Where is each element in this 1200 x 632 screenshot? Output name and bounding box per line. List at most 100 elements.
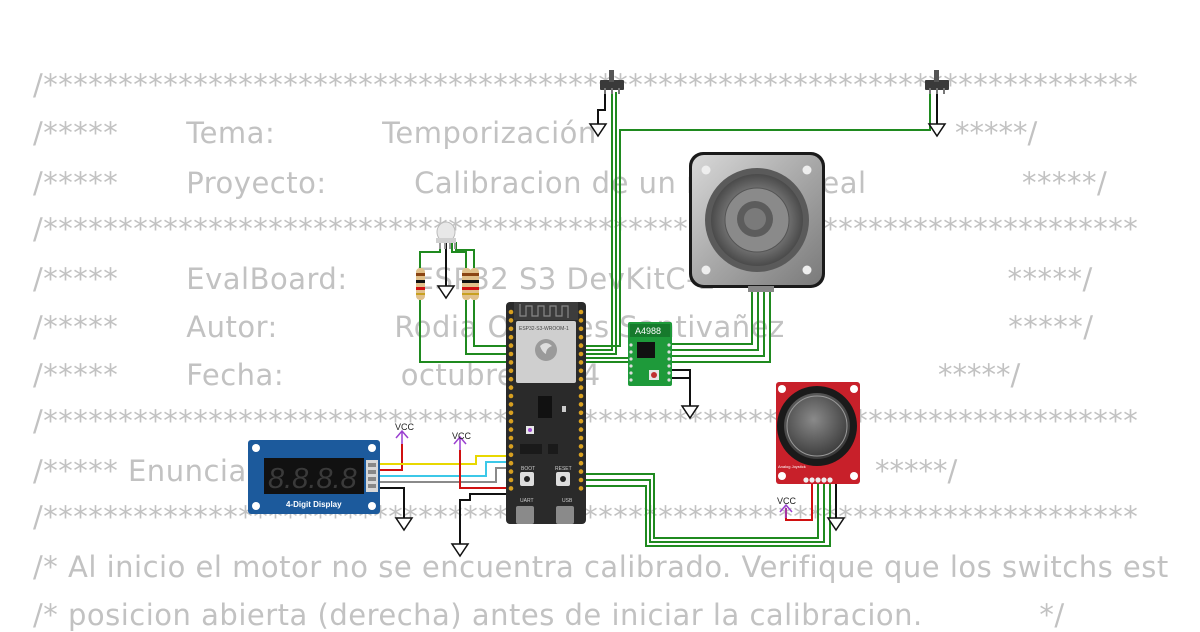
header-pin: [508, 452, 514, 458]
resistor-1: [416, 268, 425, 300]
header-pin: [578, 486, 584, 491]
vcc-label: VCC: [395, 422, 415, 432]
header-pin: [578, 309, 584, 315]
uart-label: UART: [520, 498, 534, 504]
esp32-s3-devkit: ESP32-S3-WROOM-1 BOOT RESET UART USB: [506, 302, 586, 524]
wire-driver-motor: [670, 290, 753, 345]
resistor-2: [462, 268, 471, 300]
header-pin: [578, 402, 584, 407]
boot-label: BOOT: [521, 466, 535, 472]
vcc-symbol-display: VCC: [395, 422, 415, 444]
header-pin: [508, 326, 514, 332]
header-pin: [578, 444, 584, 449]
ground-symbol: [394, 517, 414, 532]
rgb-led: [436, 221, 456, 249]
header-pin: [578, 343, 584, 348]
wire-switch2: [584, 92, 931, 347]
wire-esp-joystick: [584, 473, 819, 539]
fecha-line-end: *****/: [938, 358, 1021, 392]
header-pin: [508, 435, 514, 441]
wire-display-vcc: [378, 444, 403, 471]
header-pin: [508, 427, 514, 432]
header-pin: [508, 444, 514, 449]
header-pin: [508, 343, 514, 348]
analog-joystick[interactable]: Analog Joystick: [776, 382, 860, 484]
code-line-12: /* posicion abierta (derecha) antes de i…: [33, 598, 1065, 632]
header-pin: [578, 376, 584, 382]
vcc-symbols: VCC VCC VCC: [395, 422, 797, 518]
code-line-4: /***************************************…: [33, 212, 1139, 246]
header-pin: [578, 452, 584, 458]
code-line-11: /* Al inicio el motor no se encuentra ca…: [33, 550, 1169, 584]
wire-led-left: [419, 300, 510, 363]
header-pin: [508, 410, 514, 416]
header-pin: [508, 477, 514, 483]
vcc-label: VCC: [777, 496, 797, 506]
usb-label: USB: [562, 498, 573, 504]
header-pin: [578, 368, 584, 374]
enunciado-line-end: *****/: [875, 454, 958, 488]
header-pin: [578, 435, 584, 441]
esp32-pins-right: [578, 309, 584, 491]
ground-symbol: [680, 405, 700, 420]
header-pin: [508, 360, 514, 365]
code-line-6: /***** Autor: Rodia Olivares Santivañez …: [33, 310, 1094, 344]
header-pin: [508, 351, 514, 357]
ground-symbol: [927, 123, 947, 138]
ground-symbol: [450, 543, 470, 558]
header-pin: [508, 460, 514, 466]
header-pin: [578, 334, 584, 340]
header-pin: [508, 393, 514, 399]
code-line-2: /***** Tema: Temporización: [33, 116, 597, 150]
header-pin: [578, 318, 584, 323]
ground-symbols: [394, 123, 947, 558]
wire-display-cyan: [378, 461, 510, 477]
ground-symbol: [436, 285, 456, 300]
slide-switch-1[interactable]: [600, 70, 624, 94]
display-label: 4-Digit Display: [286, 500, 342, 509]
tema-line-end: *****/: [955, 116, 1038, 150]
header-pin: [578, 410, 584, 416]
vcc-symbol-esp32: VCC: [452, 431, 472, 450]
esp32-module-label: ESP32-S3-WROOM-1: [519, 326, 569, 332]
wires: [378, 92, 938, 547]
header-pin: [508, 334, 514, 340]
header-pin: [578, 360, 584, 365]
code-line-1: /***************************************…: [33, 68, 1139, 102]
vcc-symbol-joystick: VCC: [777, 496, 797, 518]
header-pin: [578, 351, 584, 357]
header-pin: [508, 385, 514, 390]
header-pin: [508, 376, 514, 382]
four-digit-display: 8.8.8.8 4-Digit Display: [248, 440, 380, 514]
header-pin: [508, 318, 514, 323]
resistor-3: [470, 268, 479, 300]
vcc-label: VCC: [452, 431, 472, 441]
header-pin: [578, 469, 584, 474]
a4988-label: A4988: [635, 326, 661, 336]
header-pin: [578, 427, 584, 432]
joystick-label: Analog Joystick: [778, 464, 806, 469]
header-pin: [508, 309, 514, 315]
a4988-driver: A4988: [628, 322, 672, 386]
ground-symbol: [588, 123, 608, 138]
display-digits: 8.8.8.8: [268, 463, 357, 495]
header-pin: [578, 393, 584, 399]
header-pin: [508, 469, 514, 474]
header-pin: [578, 460, 584, 466]
joystick-knob: [784, 393, 850, 459]
wire-switch1: [584, 92, 617, 355]
header-pin: [508, 418, 514, 424]
header-pin: [578, 477, 584, 483]
header-pin: [508, 402, 514, 407]
header-pin: [578, 326, 584, 332]
reset-label: RESET: [555, 466, 572, 472]
header-pin: [578, 418, 584, 424]
wire-display-yellow: [378, 455, 510, 465]
header-pin: [508, 368, 514, 374]
slide-switch-2[interactable]: [925, 70, 949, 94]
header-pin: [578, 385, 584, 390]
wire-led-right: [465, 300, 510, 355]
ground-symbol: [826, 517, 846, 532]
esp32-pins-left: [508, 309, 514, 491]
